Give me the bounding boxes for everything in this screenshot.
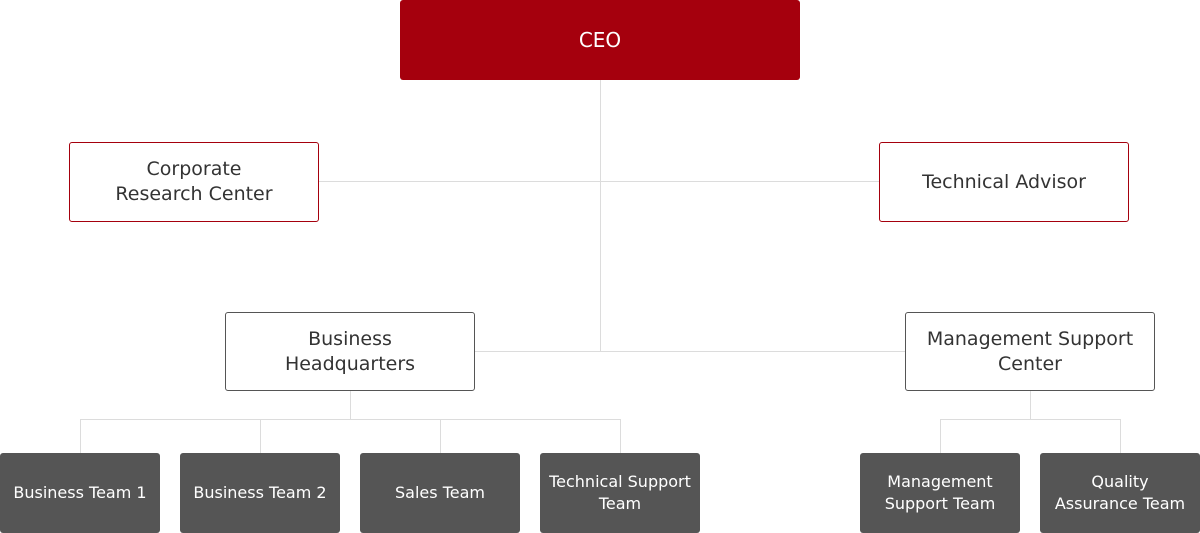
team-node-technical-support: Technical Support Team bbox=[540, 453, 700, 533]
connector-team-6 bbox=[1120, 419, 1121, 454]
connector-hq-teams-horizontal bbox=[80, 419, 621, 420]
team-label: Business Team 2 bbox=[193, 483, 327, 502]
ceo-label: CEO bbox=[578, 28, 622, 52]
team-label: Business Team 1 bbox=[13, 483, 147, 502]
management-center-label: Management Support Center bbox=[926, 327, 1134, 375]
research-center-label: Corporate Research Center bbox=[115, 158, 273, 205]
ceo-node: CEO bbox=[400, 0, 800, 80]
connector-advisory-horizontal bbox=[318, 181, 880, 182]
team-node-management-support: Management Support Team bbox=[860, 453, 1020, 533]
business-hq-label: Business Headquarters bbox=[284, 327, 416, 375]
connector-team-1 bbox=[80, 419, 81, 454]
connector-team-2 bbox=[260, 419, 261, 454]
research-center-node: Corporate Research Center bbox=[69, 142, 319, 222]
team-label: Technical Support Team bbox=[549, 472, 691, 513]
team-node-business-2: Business Team 2 bbox=[180, 453, 340, 533]
connector-team-4 bbox=[620, 419, 621, 454]
technical-advisor-label: Technical Advisor bbox=[922, 170, 1086, 193]
business-hq-node: Business Headquarters bbox=[225, 312, 475, 391]
team-label: Quality Assurance Team bbox=[1054, 472, 1186, 513]
connector-team-3 bbox=[440, 419, 441, 454]
team-label: Management Support Team bbox=[884, 472, 996, 513]
connector-ceo-vertical bbox=[600, 80, 601, 352]
connector-hq-down bbox=[350, 390, 351, 420]
team-node-quality-assurance: Quality Assurance Team bbox=[1040, 453, 1200, 533]
connector-team-5 bbox=[940, 419, 941, 454]
team-node-business-1: Business Team 1 bbox=[0, 453, 160, 533]
connector-division-horizontal bbox=[474, 351, 906, 352]
connector-msc-down bbox=[1030, 390, 1031, 420]
team-node-sales: Sales Team bbox=[360, 453, 520, 533]
team-label: Sales Team bbox=[395, 483, 485, 502]
technical-advisor-node: Technical Advisor bbox=[879, 142, 1129, 222]
management-center-node: Management Support Center bbox=[905, 312, 1155, 391]
connector-msc-teams-horizontal bbox=[940, 419, 1121, 420]
